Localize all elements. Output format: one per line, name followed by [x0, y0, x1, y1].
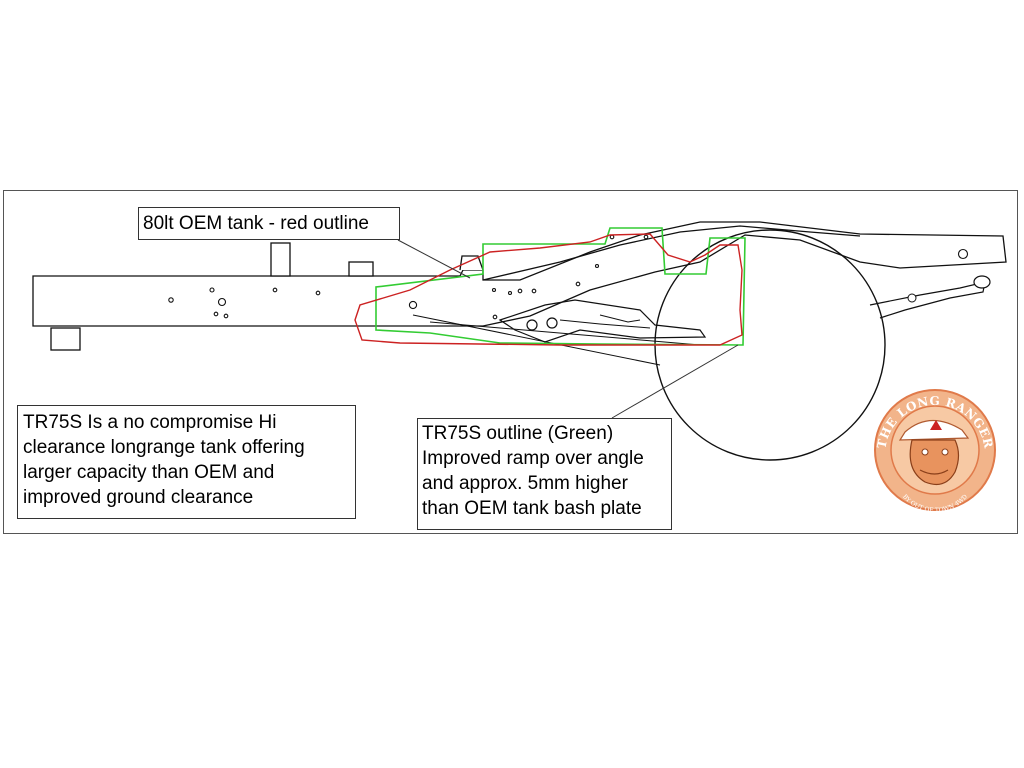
tank-strap	[412, 314, 661, 366]
rear-rail-upper	[482, 225, 861, 281]
note-line: improved ground clearance	[23, 487, 254, 508]
arm-bushing	[526, 319, 538, 331]
oem-tank-label: 80lt OEM tank - red outline	[138, 207, 400, 240]
tr75s-label-line: TR75S outline (Green)	[422, 423, 614, 444]
rail-bracket-lower	[50, 327, 81, 351]
tr75s-label-line: and approx. 5mm higher	[422, 473, 628, 494]
bull-mascot-icon	[898, 419, 970, 485]
arm-link	[599, 314, 641, 323]
trailing-arm	[498, 299, 707, 343]
tr75s-outline-label: TR75S outline (Green) Improved ramp over…	[417, 418, 672, 530]
rail-bracket	[348, 261, 374, 277]
arm-link	[559, 319, 651, 329]
chassis-rail	[32, 221, 1007, 327]
note-line: larger capacity than OEM and	[23, 462, 275, 483]
tr75s-label-line: than OEM tank bash plate	[422, 498, 642, 519]
arm-bushing	[546, 317, 558, 329]
leaf-spring	[869, 281, 986, 319]
long-ranger-logo: THE LONG RANGER BY OUT OF TOWN 4WD	[871, 386, 999, 514]
tr75s-label-line: Improved ramp over angle	[422, 448, 644, 469]
tr75s-description-note: TR75S Is a no compromise Hi clearance lo…	[17, 405, 356, 519]
oem-tank-label-text: 80lt OEM tank - red outline	[143, 213, 369, 234]
note-line: TR75S Is a no compromise Hi	[23, 412, 277, 433]
shackle-bolt	[907, 293, 917, 303]
leader-tr75s	[611, 344, 739, 419]
note-line: clearance longrange tank offering	[23, 437, 305, 458]
rail-holes	[168, 234, 969, 320]
rail-bracket	[270, 242, 291, 277]
rail-bracket	[459, 255, 484, 271]
shackle-eye	[973, 275, 991, 289]
tr75s-tank-outline	[375, 227, 746, 346]
leader-oem	[397, 239, 471, 279]
oem-tank-outline	[354, 233, 743, 346]
